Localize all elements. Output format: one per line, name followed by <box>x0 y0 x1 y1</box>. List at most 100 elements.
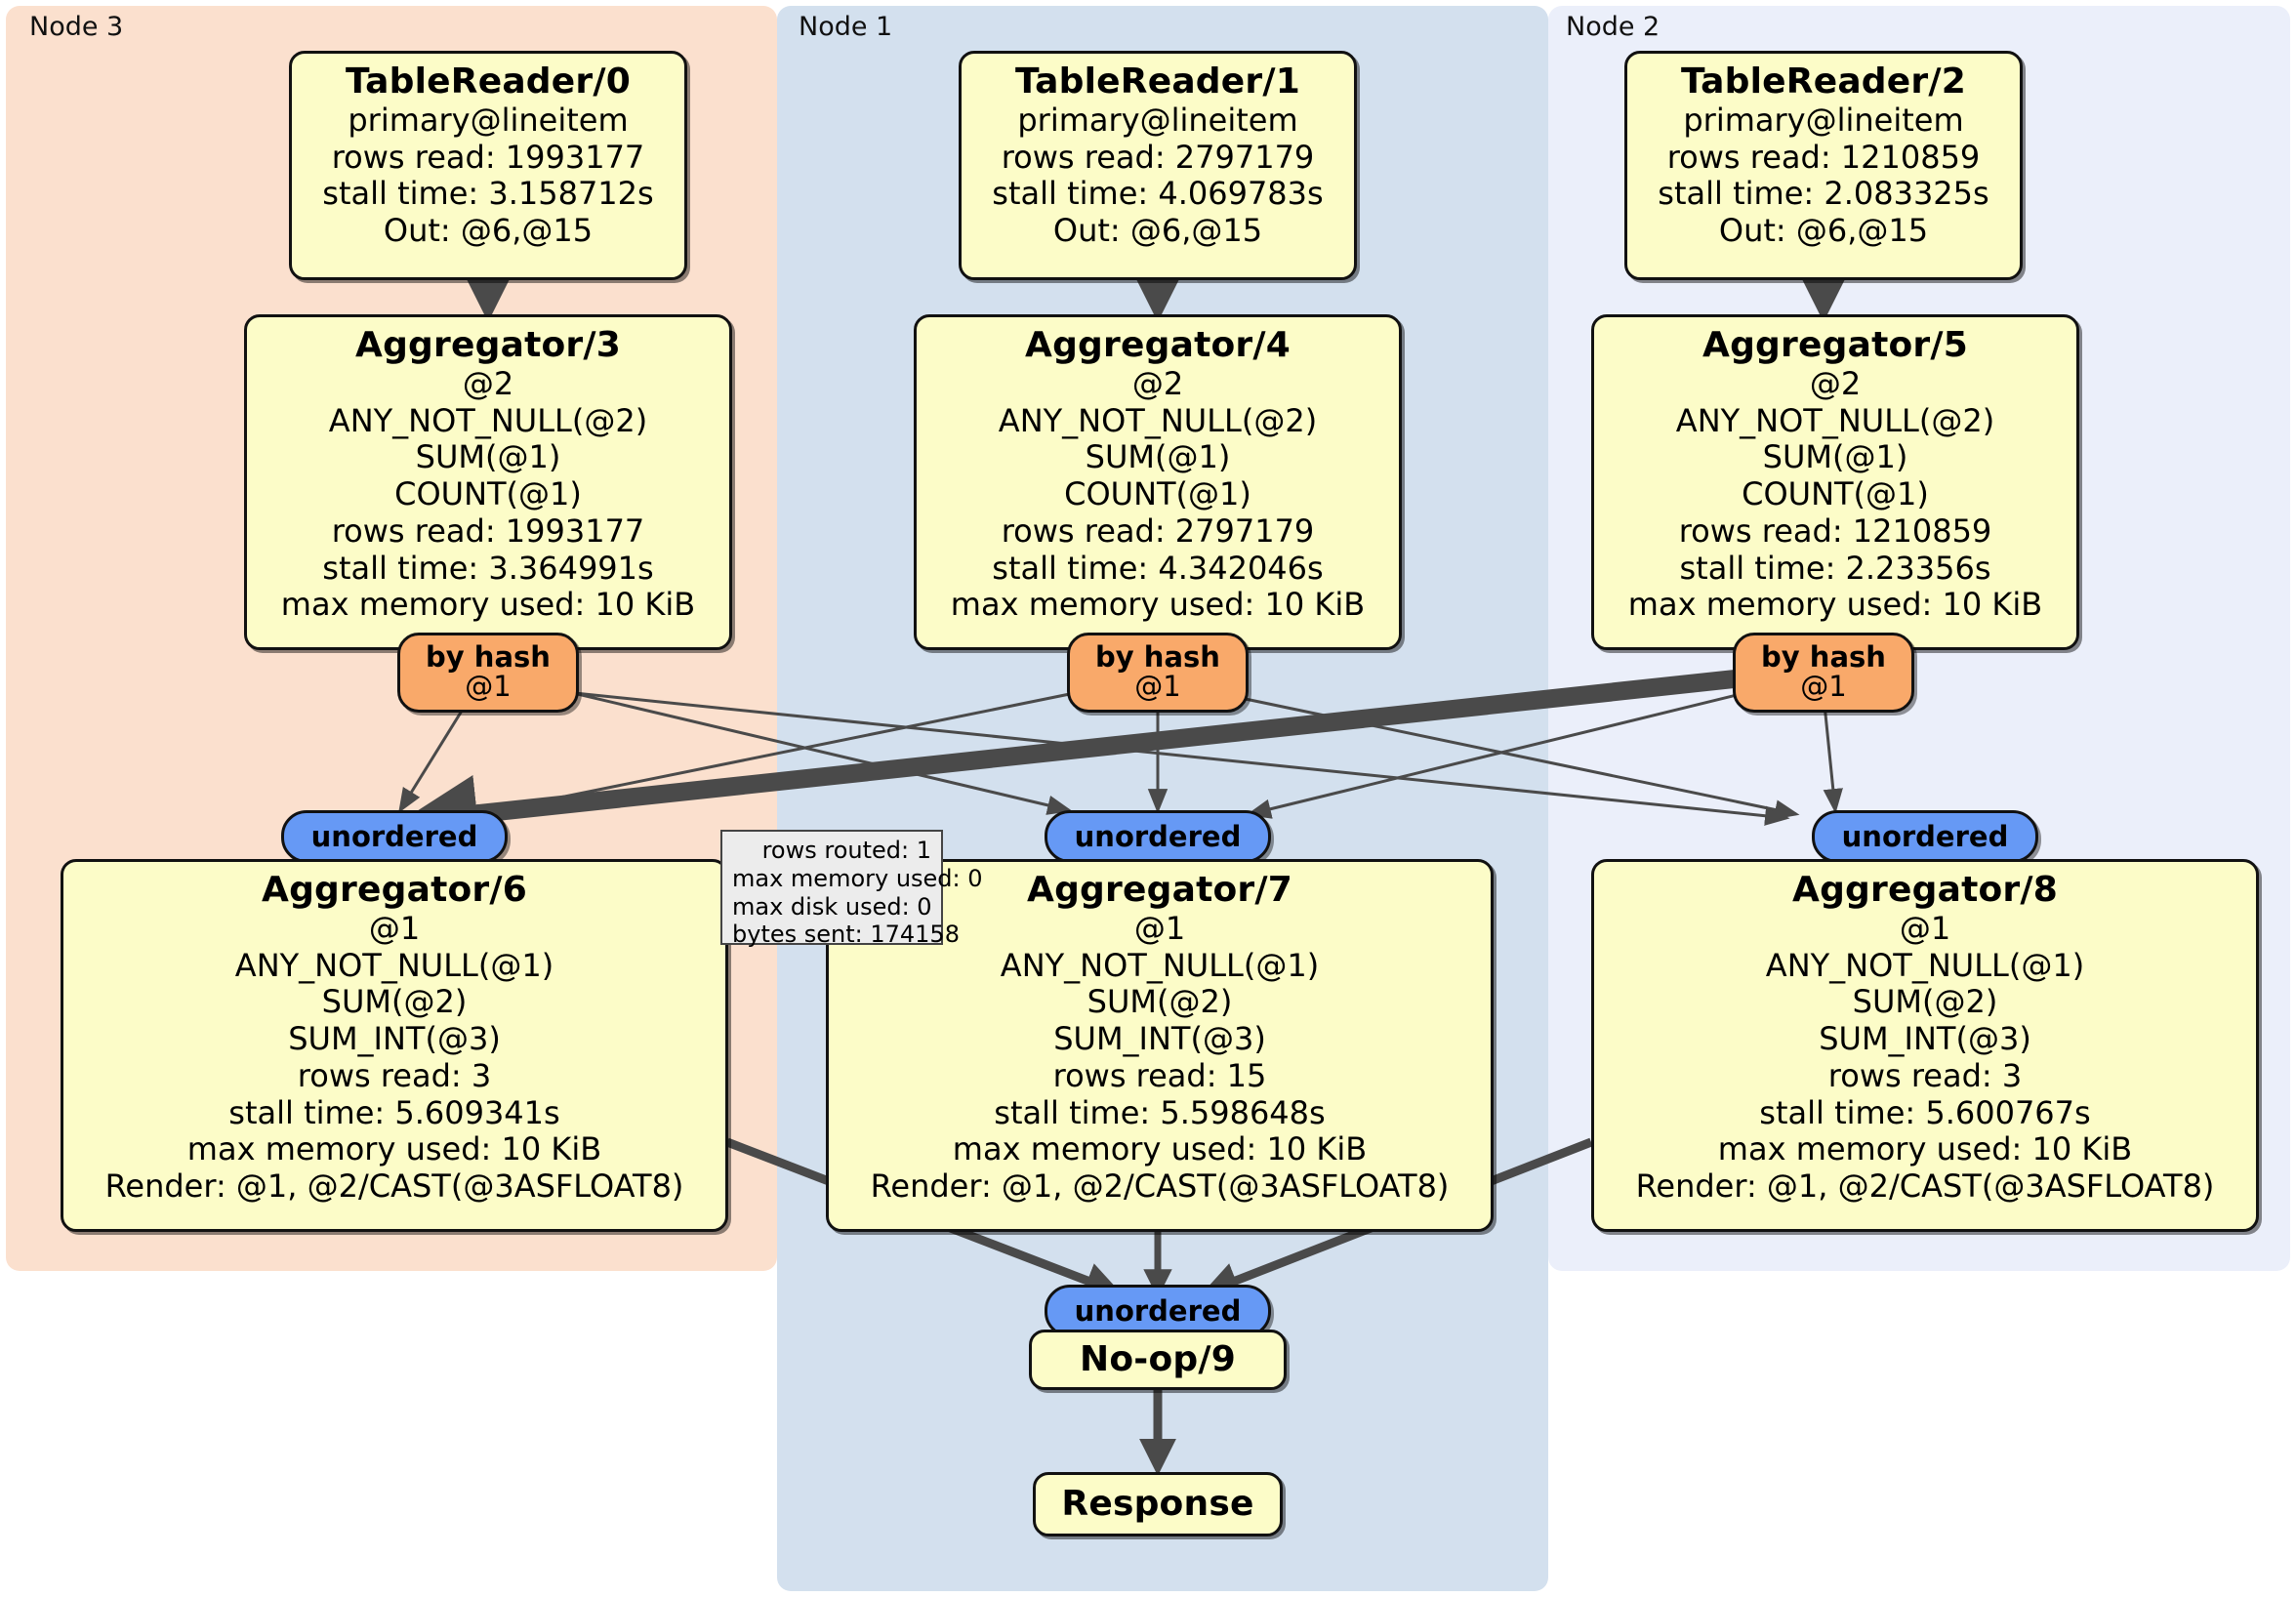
processor-detail-line: rows read: 2797179 <box>1001 138 1315 176</box>
processor-title: Aggregator/6 <box>262 870 527 910</box>
router-by-hash-5[interactable]: by hash @1 <box>1733 633 1914 713</box>
processor-detail-line: SUM_INT(@3) <box>288 1020 501 1057</box>
processor-aggregator-5[interactable]: Aggregator/5 @2 ANY_NOT_NULL(@2) SUM(@1)… <box>1591 314 2079 650</box>
processor-detail-line: SUM(@2) <box>321 983 468 1021</box>
synchronizer-unordered-6[interactable]: unordered <box>281 810 508 863</box>
processor-detail-line: stall time: 3.364991s <box>322 549 654 587</box>
synchronizer-unordered-7[interactable]: unordered <box>1045 810 1271 863</box>
processor-detail-line: ANY_NOT_NULL(@2) <box>1675 401 1995 439</box>
processor-detail-line: stall time: 4.342046s <box>992 549 1324 587</box>
processor-detail-line: SUM(@1) <box>1762 438 1908 476</box>
processor-detail-line: ANY_NOT_NULL(@1) <box>234 946 554 984</box>
processor-detail-line: max memory used: 10 KiB <box>280 586 696 624</box>
processor-detail-line: @1 <box>368 909 421 947</box>
processor-detail-line: @2 <box>1809 364 1862 402</box>
processor-detail-line: rows read: 3 <box>1827 1056 2023 1094</box>
processor-detail-line: Out: @6,@15 <box>1718 212 1929 249</box>
processor-tablereader-2[interactable]: TableReader/2 primary@lineitem rows read… <box>1624 51 2023 280</box>
processor-detail-line: max memory used: 10 KiB <box>950 586 1366 624</box>
processor-tablereader-1[interactable]: TableReader/1 primary@lineitem rows read… <box>959 51 1357 280</box>
router-label: by hash <box>1095 639 1220 674</box>
processor-detail-line: SUM_INT(@3) <box>1053 1020 1266 1057</box>
processor-detail-line: Render: @1, @2/CAST(@3ASFLOAT8) <box>1635 1167 2215 1205</box>
processor-detail-line: Out: @6,@15 <box>383 212 594 249</box>
processor-detail-line: Render: @1, @2/CAST(@3ASFLOAT8) <box>870 1167 1450 1205</box>
processor-detail-line: stall time: 2.083325s <box>1658 175 1989 213</box>
processor-detail-line: rows read: 15 <box>1052 1056 1267 1094</box>
stat-bytes-sent: bytes sent: 174158 <box>732 921 960 949</box>
processor-noop-9[interactable]: No-op/9 <box>1029 1330 1287 1390</box>
processor-detail-line: @1 <box>1899 909 1951 947</box>
processor-detail-line: rows read: 1993177 <box>331 138 645 176</box>
router-by-hash-4[interactable]: by hash @1 <box>1067 633 1249 713</box>
processor-detail-line: stall time: 5.609341s <box>228 1093 560 1131</box>
processor-aggregator-6[interactable]: Aggregator/6 @1 ANY_NOT_NULL(@1) SUM(@2)… <box>61 859 728 1232</box>
processor-title: Aggregator/5 <box>1702 325 1968 365</box>
processor-detail-line: primary@lineitem <box>1683 101 1964 139</box>
processor-title: TableReader/0 <box>346 61 631 102</box>
processor-detail-line: COUNT(@1) <box>1064 475 1251 512</box>
stat-rows-routed: rows routed: 1 <box>761 837 931 864</box>
router-label: by hash <box>1761 639 1886 674</box>
processor-title: Aggregator/8 <box>1792 870 2058 910</box>
stat-max-disk-used: max disk used: 0 <box>732 892 932 921</box>
processor-detail-line: SUM(@1) <box>1085 438 1231 476</box>
processor-title: No-op/9 <box>1080 1339 1236 1380</box>
processor-detail-line: ANY_NOT_NULL(@2) <box>998 401 1318 439</box>
synchronizer-label: unordered <box>310 819 478 853</box>
processor-detail-line: max memory used: 10 KiB <box>186 1130 602 1168</box>
processor-detail-line: stall time: 2.23356s <box>1679 549 1991 587</box>
processor-title: Response <box>1061 1484 1254 1525</box>
processor-detail-line: Out: @6,@15 <box>1052 212 1263 249</box>
processor-title: Aggregator/3 <box>355 325 621 365</box>
processor-detail-line: max memory used: 10 KiB <box>952 1130 1368 1168</box>
processor-response[interactable]: Response <box>1033 1472 1283 1536</box>
processor-detail-line: stall time: 5.600767s <box>1759 1093 2091 1131</box>
processor-detail-line: stall time: 4.069783s <box>992 175 1324 213</box>
processor-title: Aggregator/4 <box>1025 325 1291 365</box>
processor-detail-line: COUNT(@1) <box>394 475 582 512</box>
processor-detail-line: COUNT(@1) <box>1742 475 1929 512</box>
processor-detail-line: max memory used: 10 KiB <box>1717 1130 2133 1168</box>
processor-detail-line: ANY_NOT_NULL(@1) <box>1000 946 1320 984</box>
processor-title: Aggregator/7 <box>1027 870 1292 910</box>
processor-detail-line: rows read: 1210859 <box>1666 138 1981 176</box>
processor-detail-line: max memory used: 10 KiB <box>1627 586 2043 624</box>
synchronizer-unordered-8[interactable]: unordered <box>1812 810 2038 863</box>
router-column: @1 <box>1134 670 1181 704</box>
processor-detail-line: rows read: 3 <box>297 1056 492 1094</box>
processor-detail-line: @1 <box>1133 909 1186 947</box>
processor-detail-line: @2 <box>462 364 514 402</box>
processor-aggregator-4[interactable]: Aggregator/4 @2 ANY_NOT_NULL(@2) SUM(@1)… <box>914 314 1402 650</box>
processor-aggregator-8[interactable]: Aggregator/8 @1 ANY_NOT_NULL(@1) SUM(@2)… <box>1591 859 2259 1232</box>
synchronizer-label: unordered <box>1074 819 1242 853</box>
processor-detail-line: stall time: 5.598648s <box>994 1093 1326 1131</box>
processor-detail-line: @2 <box>1131 364 1184 402</box>
processor-detail-line: SUM(@2) <box>1852 983 1998 1021</box>
synchronizer-label: unordered <box>1841 819 2009 853</box>
processor-detail-line: primary@lineitem <box>1017 101 1298 139</box>
router-by-hash-3[interactable]: by hash @1 <box>397 633 579 713</box>
router-column: @1 <box>1800 670 1847 704</box>
processor-detail-line: SUM(@1) <box>415 438 561 476</box>
processor-detail-line: primary@lineitem <box>348 101 629 139</box>
cluster-label-node-2: Node 2 <box>1566 12 1660 42</box>
processor-detail-line: ANY_NOT_NULL(@2) <box>328 401 648 439</box>
processor-aggregator-3[interactable]: Aggregator/3 @2 ANY_NOT_NULL(@2) SUM(@1)… <box>244 314 732 650</box>
processor-detail-line: rows read: 1993177 <box>331 512 645 550</box>
cluster-label-node-1: Node 1 <box>799 12 893 42</box>
processor-detail-line: rows read: 1210859 <box>1678 512 1992 550</box>
processor-detail-line: rows read: 2797179 <box>1001 512 1315 550</box>
processor-detail-line: Render: @1, @2/CAST(@3ASFLOAT8) <box>104 1167 684 1205</box>
processor-title: TableReader/2 <box>1681 61 1966 102</box>
processor-detail-line: stall time: 3.158712s <box>322 175 654 213</box>
router-label: by hash <box>426 639 551 674</box>
cluster-label-node-3: Node 3 <box>29 12 124 42</box>
processor-tablereader-0[interactable]: TableReader/0 primary@lineitem rows read… <box>289 51 687 280</box>
stream-stats-box: rows routed: 1 max memory used: 0 max di… <box>720 830 983 948</box>
synchronizer-label: unordered <box>1074 1293 1242 1328</box>
stat-max-memory-used: max memory used: 0 <box>732 864 983 892</box>
processor-detail-line: ANY_NOT_NULL(@1) <box>1765 946 2085 984</box>
processor-detail-line: SUM(@2) <box>1086 983 1233 1021</box>
